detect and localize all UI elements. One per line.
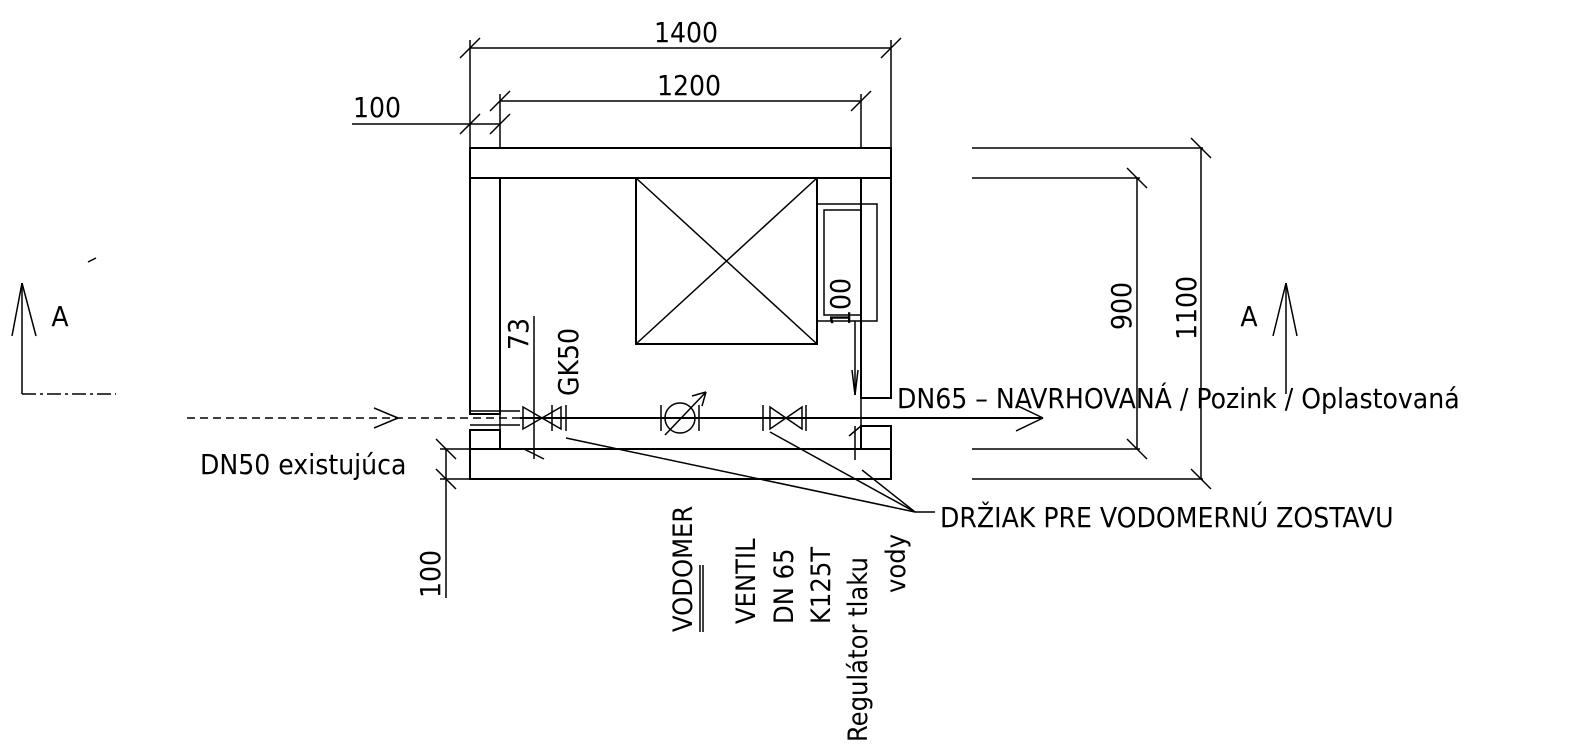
niche-dim-arrow-a bbox=[851, 369, 856, 396]
dim-100b-tick-1 bbox=[435, 438, 457, 460]
dim-900-tick-t bbox=[1126, 167, 1148, 189]
wall-right-upper bbox=[860, 177, 892, 399]
holder-leaders bbox=[565, 431, 935, 513]
valve-2-right bbox=[784, 405, 803, 431]
component-label-ventil: VENTIL bbox=[731, 538, 762, 624]
dim-wall-top: 100 bbox=[352, 91, 511, 135]
meter-arrow-a bbox=[691, 391, 707, 397]
dim-100-top-text: 100 bbox=[353, 91, 401, 124]
wall-left-upper bbox=[469, 177, 501, 415]
dim-1200-tick-l bbox=[489, 90, 511, 112]
wall-left-lower bbox=[469, 429, 501, 450]
section-left-label: A bbox=[51, 300, 69, 333]
dim-1400-text: 1400 bbox=[654, 16, 718, 49]
section-left-arrow-b bbox=[21, 282, 37, 337]
ladder-niche bbox=[816, 203, 878, 460]
dim-1100-text: 1100 bbox=[1170, 276, 1203, 340]
dim-1200-tick-r bbox=[850, 90, 872, 112]
component-label-dn65: DN 65 bbox=[769, 549, 800, 625]
dim-100b-tick-2 bbox=[435, 468, 457, 490]
manhole-cross-2 bbox=[635, 177, 818, 345]
dim-100-tick-r bbox=[489, 113, 511, 135]
holder-leader-3 bbox=[861, 469, 916, 513]
valve-1-left bbox=[522, 405, 544, 431]
section-right-arrow-b bbox=[1285, 282, 1298, 337]
outlet-pipe-label: DN65 – NAVRHOVANÁ / Pozink / Oplastovaná bbox=[897, 381, 1460, 415]
dim-1100-tick-t bbox=[1190, 137, 1212, 159]
dim-inner-width: 1200 bbox=[489, 69, 872, 148]
section-marker-right: A bbox=[1240, 282, 1298, 394]
section-right-arrow-a bbox=[1272, 282, 1287, 337]
niche-dim-arrow-b bbox=[854, 369, 859, 396]
dim-outer-width: 1400 bbox=[459, 16, 902, 148]
inlet-valve bbox=[522, 405, 567, 431]
dim-100-tick-l bbox=[459, 113, 481, 135]
section-right-label: A bbox=[1240, 300, 1258, 333]
outlet-arrow-b bbox=[1015, 417, 1044, 432]
wall-top bbox=[469, 147, 892, 179]
dim-900-tick-b bbox=[1126, 438, 1148, 460]
section-marker-left: A bbox=[11, 257, 116, 395]
holder-leader-2 bbox=[769, 431, 916, 513]
inlet-pipe-label: DN50 existujúca bbox=[200, 448, 406, 481]
gk-label: GK50 bbox=[552, 328, 585, 396]
stray-mark bbox=[87, 257, 97, 263]
dim-1200-text: 1200 bbox=[657, 69, 721, 102]
manhole-opening bbox=[635, 177, 818, 345]
inlet-arrow-b bbox=[373, 417, 399, 429]
dim-100-bottom-text: 100 bbox=[414, 550, 447, 598]
water-meter bbox=[660, 391, 707, 436]
niche-tick-2 bbox=[848, 425, 862, 437]
dim-pipe-offset: 73 bbox=[502, 316, 545, 460]
dim-900-text: 900 bbox=[1105, 282, 1138, 330]
outlet-arrow-a bbox=[1015, 404, 1044, 419]
meter-circle bbox=[664, 402, 696, 434]
dim-1400-tick-r bbox=[880, 37, 902, 59]
dim-heights: 900 1100 bbox=[972, 137, 1212, 490]
holder-leader-1 bbox=[565, 437, 916, 513]
inlet-arrow-a bbox=[373, 407, 399, 419]
meter-arrow bbox=[664, 391, 707, 436]
component-label-regulator: Regulátor tlaku bbox=[843, 557, 874, 742]
component-label-vodomer: VODOMER bbox=[668, 506, 699, 632]
ladder-outer bbox=[816, 203, 878, 322]
ladder-inner bbox=[823, 209, 862, 316]
meter-holder-label: DRŽIAK PRE VODOMERNÚ ZOSTAVU bbox=[940, 500, 1394, 534]
valve-2-left bbox=[769, 405, 788, 431]
component-label-k125t: K125T bbox=[806, 547, 837, 624]
dim-niche-text: 100 bbox=[824, 278, 857, 326]
component-label-vody: vody bbox=[881, 534, 912, 593]
dim-73-text: 73 bbox=[502, 318, 535, 350]
dim-1400-tick-l bbox=[459, 37, 481, 59]
dim-1100-tick-b bbox=[1190, 468, 1212, 490]
component-labels: VODOMER VENTIL DN 65 K125T Regulátor tla… bbox=[668, 506, 912, 742]
pressure-regulator-valve bbox=[762, 405, 807, 431]
wall-right-lower bbox=[860, 425, 892, 450]
meter-arrow-b bbox=[701, 391, 707, 407]
section-left-arrow-a bbox=[11, 282, 23, 337]
dim-wall-bottom: 100 bbox=[414, 438, 470, 598]
pipe-run bbox=[187, 404, 1044, 432]
